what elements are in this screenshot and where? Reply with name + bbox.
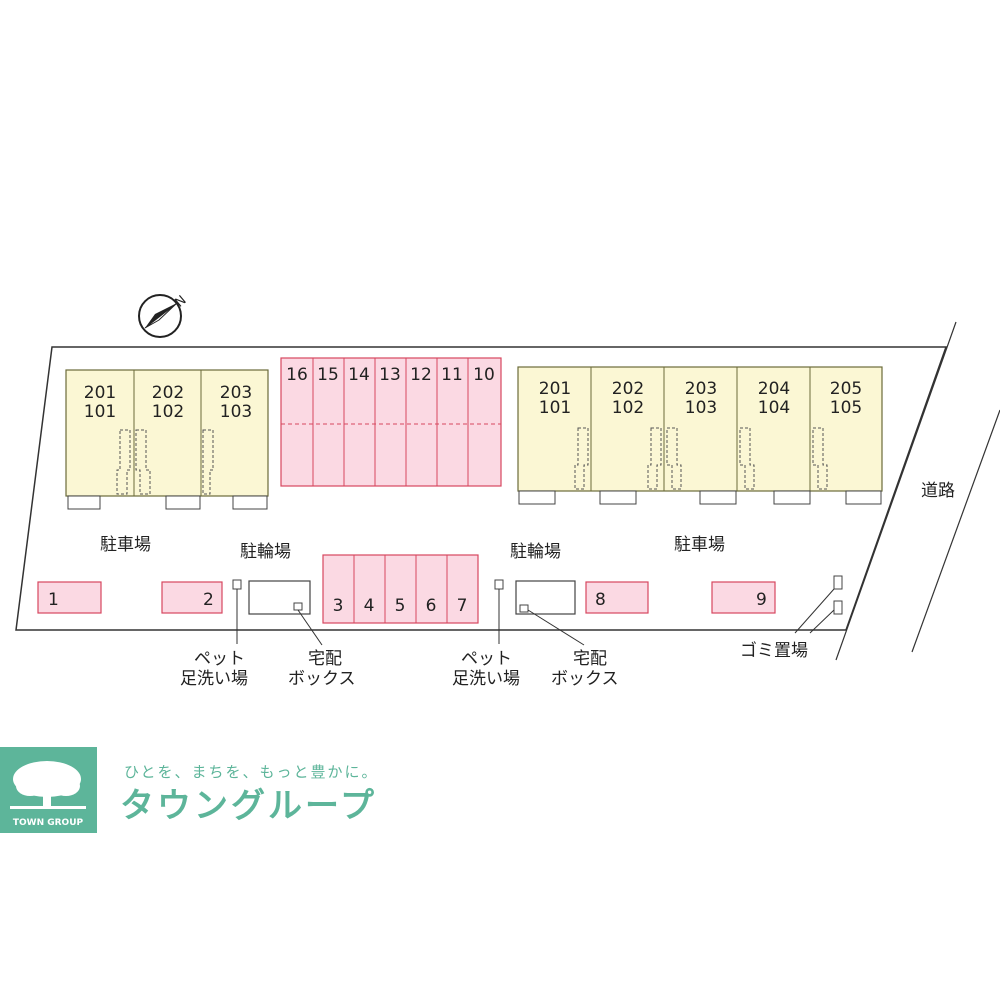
parking-slot-9: 9 bbox=[711, 581, 776, 614]
building-right bbox=[517, 366, 883, 505]
building-left bbox=[65, 369, 269, 510]
unit-lower: 105 bbox=[830, 398, 862, 418]
parking-area-label-left: 駐車場 bbox=[100, 535, 151, 555]
delivery-box-label-left-2: ボックス bbox=[288, 669, 356, 689]
brand-name: タウングループ bbox=[120, 786, 377, 826]
road-line bbox=[911, 409, 1000, 653]
garbage-area-label: ゴミ置場 bbox=[740, 640, 808, 661]
pet-wash-left bbox=[232, 579, 242, 590]
delivery-box-right bbox=[519, 604, 529, 613]
delivery-box-label-right-1: 宅配 bbox=[573, 649, 607, 669]
unit-upper: 201 bbox=[84, 383, 116, 403]
parking-area-label-right: 駐車場 bbox=[674, 535, 725, 555]
unit-lower: 103 bbox=[685, 398, 717, 418]
tree-logo-icon bbox=[0, 747, 97, 833]
unit-upper: 203 bbox=[685, 379, 717, 399]
parking-slot-number: 10 bbox=[473, 365, 495, 385]
parking-slot-number: 13 bbox=[379, 365, 401, 385]
parking-slot-number: 4 bbox=[364, 596, 375, 616]
unit-lower: 101 bbox=[539, 398, 571, 418]
parking-slot-8: 8 bbox=[585, 581, 649, 614]
parking-slot-number: 5 bbox=[395, 596, 406, 616]
parking-slot-number: 3 bbox=[333, 596, 344, 616]
parking-slot-2: 2 bbox=[161, 581, 223, 614]
pet-wash-label-left-2: 足洗い場 bbox=[180, 669, 248, 689]
unit-upper: 201 bbox=[539, 379, 571, 399]
road-label: 道路 bbox=[921, 481, 955, 501]
pet-wash-label-left-1: ペット bbox=[194, 649, 245, 669]
delivery-box-label-left-1: 宅配 bbox=[308, 649, 342, 669]
parking-slot-number: 11 bbox=[441, 365, 463, 385]
pet-wash-label-right-1: ペット bbox=[461, 649, 512, 669]
parking-slot-number: 15 bbox=[317, 365, 339, 385]
bicycle-parking-label-left: 駐輪場 bbox=[240, 542, 291, 562]
road-line bbox=[835, 321, 957, 661]
garbage-bin-1 bbox=[833, 575, 843, 590]
parking-slot-number: 2 bbox=[203, 590, 214, 610]
unit-lower: 102 bbox=[152, 402, 184, 422]
garbage-bin-2 bbox=[833, 600, 843, 615]
parking-slot-number: 6 bbox=[426, 596, 437, 616]
pet-wash-label-right-2: 足洗い場 bbox=[452, 669, 520, 689]
brand-tagline: ひとを、まちを、もっと豊かに。 bbox=[124, 763, 379, 781]
unit-upper: 202 bbox=[152, 383, 184, 403]
parking-top-block: 16 15 14 13 12 11 10 bbox=[280, 357, 502, 487]
pet-wash-right bbox=[494, 579, 504, 590]
unit-labels-left: 201 101 202 102 203 103 bbox=[84, 383, 252, 422]
unit-lower: 101 bbox=[84, 402, 116, 422]
logo-caption: TOWN GROUP bbox=[13, 818, 84, 828]
parking-slot-1: 1 bbox=[37, 581, 102, 614]
unit-labels-right: 201 101 202 102 203 103 204 104 205 105 bbox=[539, 379, 862, 418]
parking-slot-number: 12 bbox=[410, 365, 432, 385]
bicycle-parking-label-right: 駐輪場 bbox=[510, 542, 561, 562]
unit-upper: 202 bbox=[612, 379, 644, 399]
unit-upper: 203 bbox=[220, 383, 252, 403]
unit-upper: 204 bbox=[758, 379, 790, 399]
parking-slot-number: 8 bbox=[595, 590, 606, 610]
unit-lower: 104 bbox=[758, 398, 790, 418]
parking-slot-number: 16 bbox=[286, 365, 308, 385]
unit-upper: 205 bbox=[830, 379, 862, 399]
parking-slot-number: 9 bbox=[756, 590, 767, 610]
parking-slot-number: 1 bbox=[48, 590, 59, 610]
unit-lower: 103 bbox=[220, 402, 252, 422]
compass-north-icon: N bbox=[138, 293, 190, 338]
delivery-box-left bbox=[293, 602, 303, 611]
delivery-box-label-right-2: ボックス bbox=[551, 669, 619, 689]
parking-slot-number: 14 bbox=[348, 365, 370, 385]
parking-middle-block: 3 4 5 6 7 bbox=[322, 554, 479, 624]
parking-slot-number: 7 bbox=[457, 596, 468, 616]
unit-lower: 102 bbox=[612, 398, 644, 418]
